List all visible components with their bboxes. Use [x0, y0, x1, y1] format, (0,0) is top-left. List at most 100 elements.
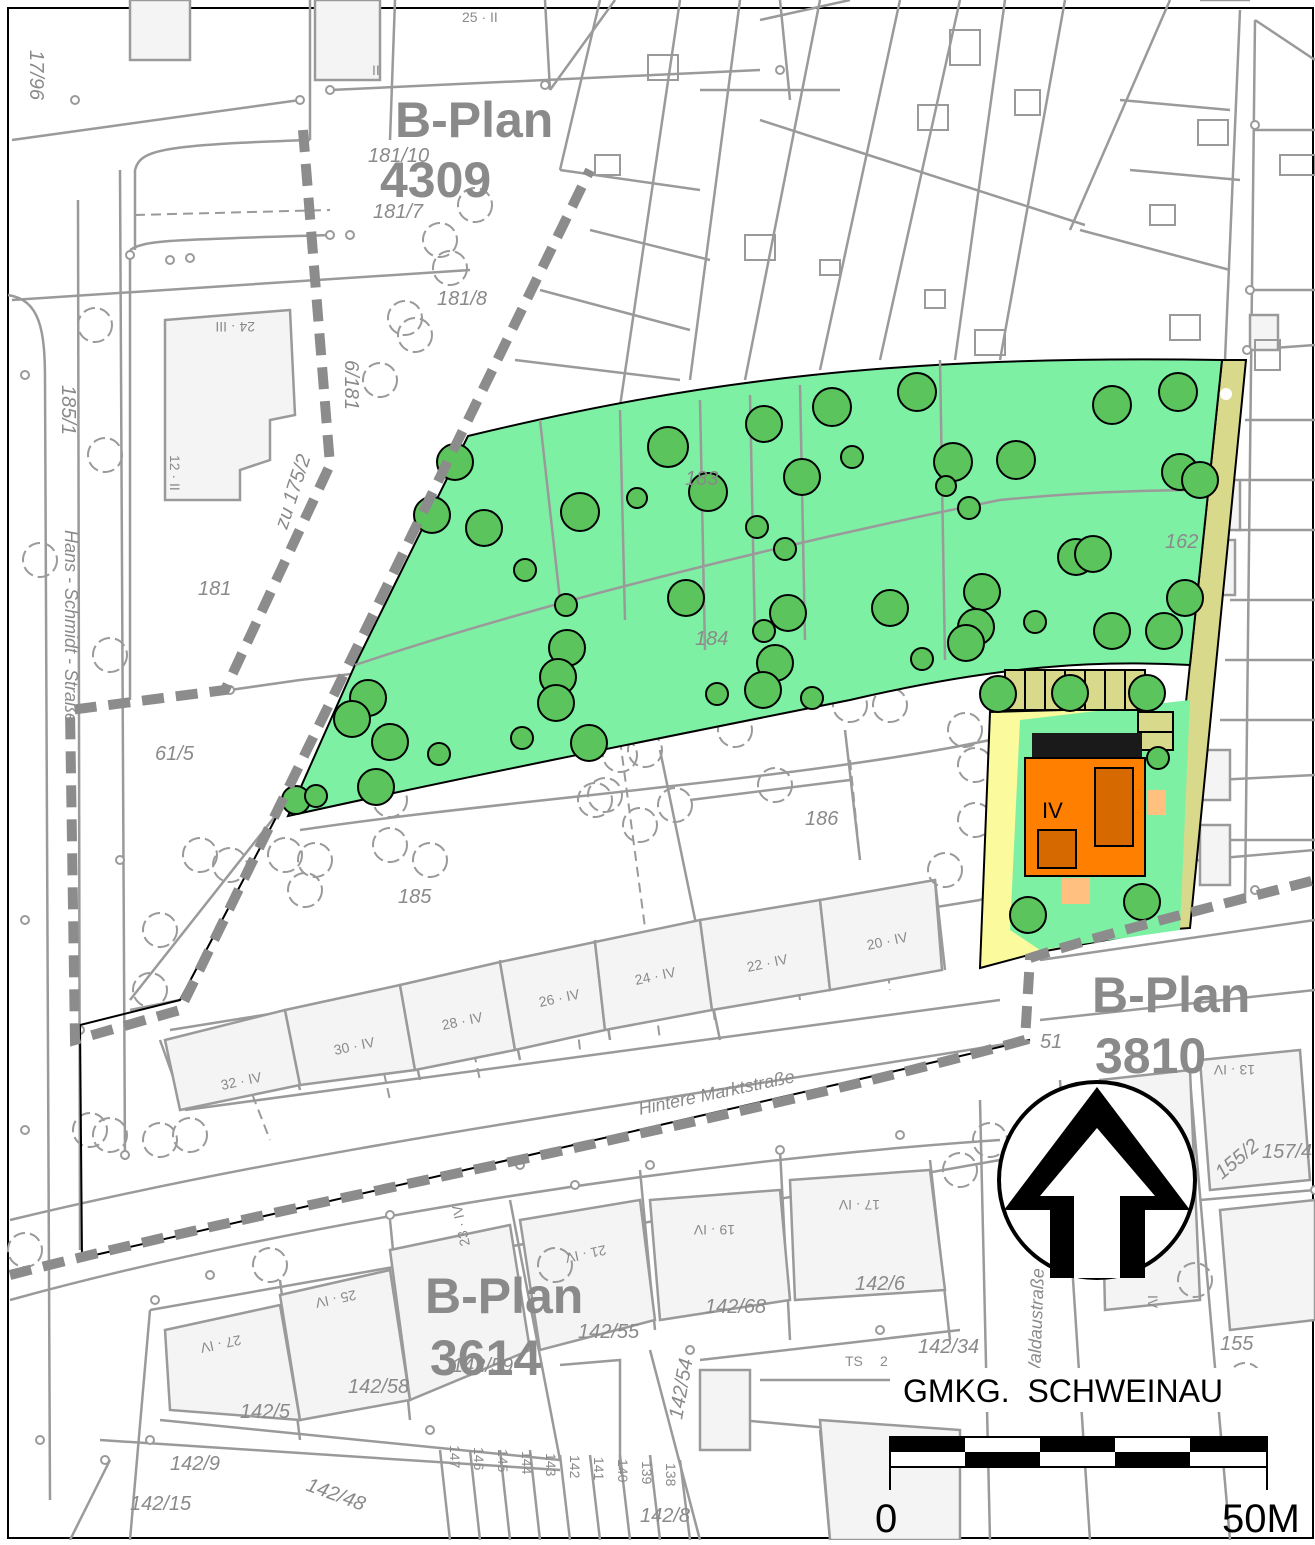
parcel-label: 184	[695, 628, 728, 650]
parcel-label: 142/59	[452, 1355, 513, 1377]
street-name: Hans - Schmidt - Straße	[61, 530, 81, 723]
parcel-label: 181/8	[437, 288, 487, 310]
tree	[465, 509, 503, 547]
tree	[800, 686, 824, 710]
tree	[1093, 612, 1131, 650]
tree	[1146, 746, 1170, 770]
tree	[752, 619, 776, 643]
tree	[1074, 535, 1112, 573]
tree	[744, 671, 782, 709]
tree	[1181, 461, 1219, 499]
tree	[1009, 896, 1047, 934]
tree	[304, 784, 328, 808]
house-number: 2	[880, 1353, 888, 1369]
parcel-label: 142/8	[640, 1505, 690, 1527]
map-legend: GMKG. SCHWEINAU 0 50M	[875, 1368, 1300, 1541]
strip-number: 144	[519, 1451, 535, 1475]
green-paths	[354, 359, 1206, 667]
parcel-label: 17/96	[25, 50, 47, 101]
parcel-label: 183	[685, 468, 718, 490]
parcel-label: 155	[1220, 1333, 1254, 1355]
tree	[963, 573, 1001, 611]
parcel-labels: 181/10 181/7 181/8 6/181 185/1 181 zu 17…	[25, 50, 1312, 1527]
tree	[626, 487, 648, 509]
tree	[371, 723, 409, 761]
tree	[897, 372, 937, 412]
tree	[773, 537, 797, 561]
tree	[745, 405, 783, 443]
parcel-label: 142/55	[578, 1321, 640, 1343]
tree	[812, 387, 852, 427]
tree	[979, 675, 1017, 713]
strip-number: 147	[447, 1445, 463, 1469]
gemarkung-label: GMKG. SCHWEINAU	[903, 1373, 1223, 1409]
tree	[1158, 372, 1198, 412]
white-point	[1220, 388, 1232, 400]
parcel-label: 181/7	[373, 201, 424, 223]
parcel-label: 142/58	[348, 1376, 409, 1398]
strip-number-labels: 147 146 145 144 143 142 141 140 139 138	[447, 1445, 679, 1487]
street-name: Waldaustraße	[1024, 1268, 1048, 1380]
tree	[745, 515, 769, 539]
house-number: II	[372, 62, 380, 78]
tree	[871, 589, 909, 627]
bplan-4309-line2: 4309	[380, 152, 491, 208]
tree	[333, 700, 371, 738]
house-number: 13 · IV	[1213, 1062, 1255, 1078]
north-arrow-icon	[997, 1080, 1197, 1280]
tree	[1128, 674, 1166, 712]
house-number: 25 · II	[462, 9, 498, 25]
tree	[1092, 385, 1132, 425]
parcel-label: 142/34	[918, 1336, 979, 1358]
tree	[769, 594, 807, 632]
parcel-label: 157/4	[1262, 1141, 1312, 1163]
parcel-label: 142/5	[240, 1401, 291, 1423]
strip-number: 141	[591, 1457, 607, 1481]
parcel-label: 142/6	[855, 1273, 906, 1295]
tree	[1166, 579, 1204, 617]
tree	[647, 426, 689, 468]
tree	[560, 492, 600, 532]
strip-number: 138	[663, 1463, 679, 1487]
tree	[705, 682, 729, 706]
bplan-labels: B-Plan 4309 B-Plan 3810 B-Plan 3614	[380, 92, 1250, 1386]
tree	[554, 593, 578, 617]
tree	[910, 647, 934, 671]
strip-number: 142	[567, 1455, 583, 1479]
house-number-labels: 25 · II II 24 · III 12 · II 32 · IV 30 ·…	[167, 9, 1255, 1369]
strip-number: 143	[543, 1453, 559, 1477]
tree	[935, 475, 957, 497]
parcel-label: 51	[1040, 1031, 1062, 1053]
scale-start-label: 0	[875, 1497, 897, 1540]
tree	[1145, 612, 1183, 650]
house-number: 24 · III	[215, 319, 255, 335]
parcel-label: 6/181	[340, 360, 362, 410]
parcel-label: 61/5	[155, 743, 195, 765]
tree	[1051, 674, 1089, 712]
parcel-label: 186	[805, 808, 839, 830]
tree	[688, 472, 728, 512]
parcel-label: 185/1	[57, 385, 79, 435]
tree	[357, 768, 395, 806]
tree	[1023, 610, 1047, 634]
house-number: 19 · IV	[693, 1222, 735, 1238]
tree	[510, 726, 534, 750]
green-trees	[281, 372, 1219, 934]
parcel-label: 181/10	[368, 145, 429, 167]
building-floors-label: IV	[1042, 798, 1063, 823]
tree	[783, 458, 821, 496]
tree	[840, 445, 864, 469]
tree	[1123, 883, 1161, 921]
tree	[570, 724, 608, 762]
scale-end-label: 50M	[1222, 1497, 1300, 1540]
parcel-label: 185	[398, 886, 432, 908]
strip-number: 146	[471, 1447, 487, 1471]
base-map-symbols	[594, 29, 1315, 461]
tree	[513, 558, 537, 582]
house-number: IV	[1145, 1295, 1161, 1309]
tree	[537, 684, 575, 722]
parcel-label: 181	[198, 578, 231, 600]
parcel-label: 162	[1165, 531, 1198, 553]
